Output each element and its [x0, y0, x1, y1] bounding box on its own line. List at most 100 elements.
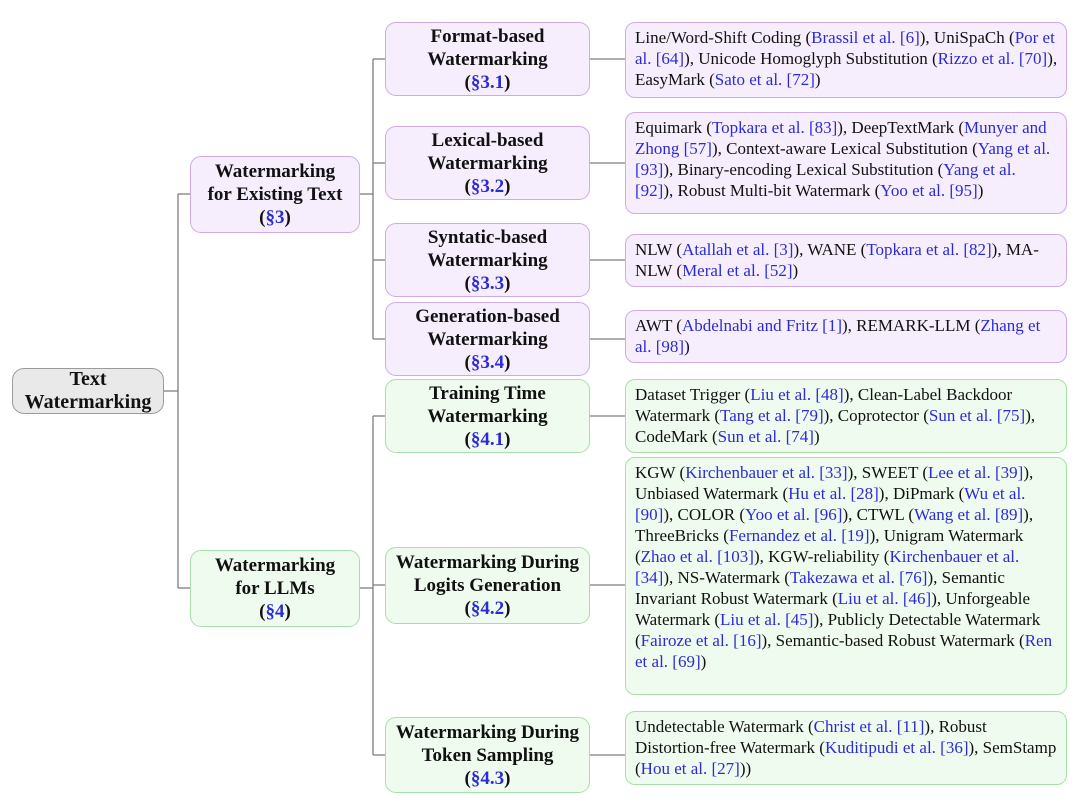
text-segment: AWT ( — [635, 316, 682, 335]
citation-link[interactable]: Kirchenbauer et al. [34] — [635, 547, 1020, 587]
leaf-token-sampling-methods: Undetectable Watermark (Christ et al. [1… — [625, 711, 1067, 785]
citation-link[interactable]: Sato et al. [72] — [714, 70, 815, 89]
category-watermarking-logits-generation: Watermarking During Logits Generation (§… — [385, 547, 590, 624]
citation-link[interactable]: Por et al. [64] — [635, 28, 1055, 68]
text-segment: ) — [504, 598, 511, 619]
text-segment: ( — [464, 175, 471, 197]
citation-link[interactable]: §4.2 — [470, 598, 505, 619]
category-title-line: Watermarking — [427, 249, 548, 271]
citation-link[interactable]: Sun et al. [74] — [717, 427, 814, 446]
citation-link[interactable]: Tang et al. [79] — [720, 406, 824, 425]
text-segment: ), WANE ( — [793, 240, 867, 259]
citation-link[interactable]: Kirchenbauer et al. [33] — [685, 463, 848, 482]
citation-link[interactable]: §3.1 — [470, 71, 505, 93]
text-segment: ), Unigram Watermark ( — [635, 526, 1024, 566]
text-segment: ), SemStamp ( — [635, 738, 1057, 778]
section-ref: (§4.3) — [465, 767, 511, 790]
root-node-text-watermarking: Text Watermarking — [12, 368, 164, 414]
text-segment: Dataset Trigger ( — [635, 385, 751, 404]
citation-link[interactable]: Kuditipudi et al. [36] — [824, 738, 969, 757]
text-segment: ), CTWL ( — [842, 505, 915, 524]
text-segment: ( — [464, 767, 471, 789]
text-segment: Line/Word-Shift Coding ( — [635, 28, 812, 47]
citation-link[interactable]: Yoo et al. [96] — [745, 505, 843, 524]
text-segment: ) — [504, 428, 511, 450]
text-segment: ), Unicode Homoglyph Substitution ( — [684, 49, 938, 68]
citation-link[interactable]: Ren et al. [69] — [635, 631, 1053, 671]
citation-link[interactable]: Abdelnabi and Fritz [1] — [681, 316, 842, 335]
text-segment: ( — [464, 428, 471, 450]
text-segment: ), Publicly Detectable Watermark ( — [635, 610, 1041, 650]
category-watermarking-token-sampling: Watermarking During Token Sampling (§4.3… — [385, 717, 590, 793]
citation-link[interactable]: Topkara et al. [83] — [711, 118, 838, 137]
text-segment: ), Semantic-based Robust Watermark ( — [761, 631, 1025, 650]
citation-link[interactable]: Yoo et al. [95] — [880, 181, 978, 200]
citation-link[interactable]: Rizzo et al. [70] — [937, 49, 1048, 68]
citation-link[interactable]: Atallah et al. [3] — [682, 240, 794, 259]
text-segment: ) — [977, 181, 984, 200]
root-title-line: Watermarking — [24, 391, 152, 413]
branch-title-line: Watermarking — [214, 555, 336, 576]
citation-link[interactable]: Munyer and Zhong [57] — [635, 118, 1047, 158]
category-lexical-based-watermarking: Lexical-based Watermarking (§3.2) — [385, 126, 590, 200]
text-segment: ), REMARK-LLM ( — [842, 316, 981, 335]
citation-link[interactable]: Takezawa et al. [76] — [789, 568, 928, 587]
citation-link[interactable]: Sun et al. [75] — [928, 406, 1026, 425]
citation-link[interactable]: §3 — [265, 207, 285, 228]
citation-link[interactable]: Wu et al. [90] — [635, 484, 1026, 524]
citation-link[interactable]: Liu et al. [45] — [720, 610, 814, 629]
section-ref: (§3.1) — [465, 71, 511, 94]
root-title-line: Text — [69, 368, 107, 390]
citation-link[interactable]: Topkara et al. [82] — [866, 240, 992, 259]
citation-link[interactable]: Wang et al. [89] — [914, 505, 1024, 524]
text-segment: ( — [259, 207, 266, 228]
citation-link[interactable]: Zhang et al. [98] — [635, 316, 1041, 356]
text-segment: ), DiPmark ( — [878, 484, 965, 503]
text-segment: ), Robust Multi-bit Watermark ( — [663, 181, 881, 200]
category-title-line: Watermarking During — [395, 721, 580, 743]
citation-link[interactable]: §3.3 — [470, 272, 505, 294]
branch-title-line: Watermarking — [214, 161, 336, 182]
citation-link[interactable]: Hou et al. [27] — [640, 759, 740, 778]
citation-link[interactable]: §4.1 — [470, 428, 505, 450]
text-segment: ) — [700, 652, 707, 671]
text-segment: ) — [684, 337, 690, 356]
category-title-line: Watermarking During — [395, 552, 580, 573]
citation-link[interactable]: Liu et al. [46] — [837, 589, 932, 608]
leaf-generation-based-methods: AWT (Abdelnabi and Fritz [1]), REMARK-LL… — [625, 310, 1067, 363]
citation-link[interactable]: Fairoze et al. [16] — [640, 631, 762, 650]
text-segment: ), CodeMark ( — [635, 406, 1036, 446]
text-segment: ) — [792, 261, 799, 280]
citation-link[interactable]: §4 — [265, 601, 285, 622]
branch-title-line: for LLMs — [235, 578, 315, 599]
citation-link[interactable]: §3.2 — [470, 175, 505, 197]
citation-link[interactable]: Brassil et al. [6] — [811, 28, 920, 47]
citation-link[interactable]: §3.4 — [470, 351, 505, 373]
text-segment: ), Robust Distortion-free Watermark ( — [635, 717, 987, 757]
branch-title-line: for Existing Text — [207, 184, 343, 205]
text-segment: Equimark ( — [635, 118, 712, 137]
text-segment: ) — [284, 207, 291, 228]
text-segment: ), MA-NLW ( — [635, 240, 1039, 280]
citation-link[interactable]: §4.3 — [470, 767, 505, 789]
text-segment: ) — [504, 767, 511, 789]
text-segment: ), Unbiased Watermark ( — [635, 463, 1034, 503]
citation-link[interactable]: Hu et al. [28] — [788, 484, 879, 503]
section-ref: (§3.3) — [465, 272, 511, 295]
text-segment: ), Context-aware Lexical Substitution ( — [711, 139, 978, 158]
leaf-training-time-methods: Dataset Trigger (Liu et al. [48]), Clean… — [625, 379, 1067, 453]
citation-link[interactable]: Lee et al. [39] — [928, 463, 1024, 482]
category-title-line: Training Time — [429, 382, 546, 404]
citation-link[interactable]: Yang et al. [92] — [635, 160, 1016, 200]
citation-link[interactable]: Christ et al. [11] — [813, 717, 925, 736]
citation-link[interactable]: Meral et al. [52] — [682, 261, 793, 280]
citation-link[interactable]: Liu et al. [48] — [750, 385, 844, 404]
category-title-line: Token Sampling — [421, 744, 554, 766]
text-segment: ), Binary-encoding Lexical Substitution … — [663, 160, 944, 179]
citation-link[interactable]: Yang et al. [93] — [635, 139, 1051, 179]
citation-link[interactable]: Zhao et al. [103] — [640, 547, 754, 566]
branch-watermarking-existing-text: Watermarking for Existing Text (§3) — [190, 156, 360, 233]
citation-link[interactable]: Fernandez et al. [19] — [728, 526, 870, 545]
text-segment: ), UniSpaCh ( — [919, 28, 1015, 47]
